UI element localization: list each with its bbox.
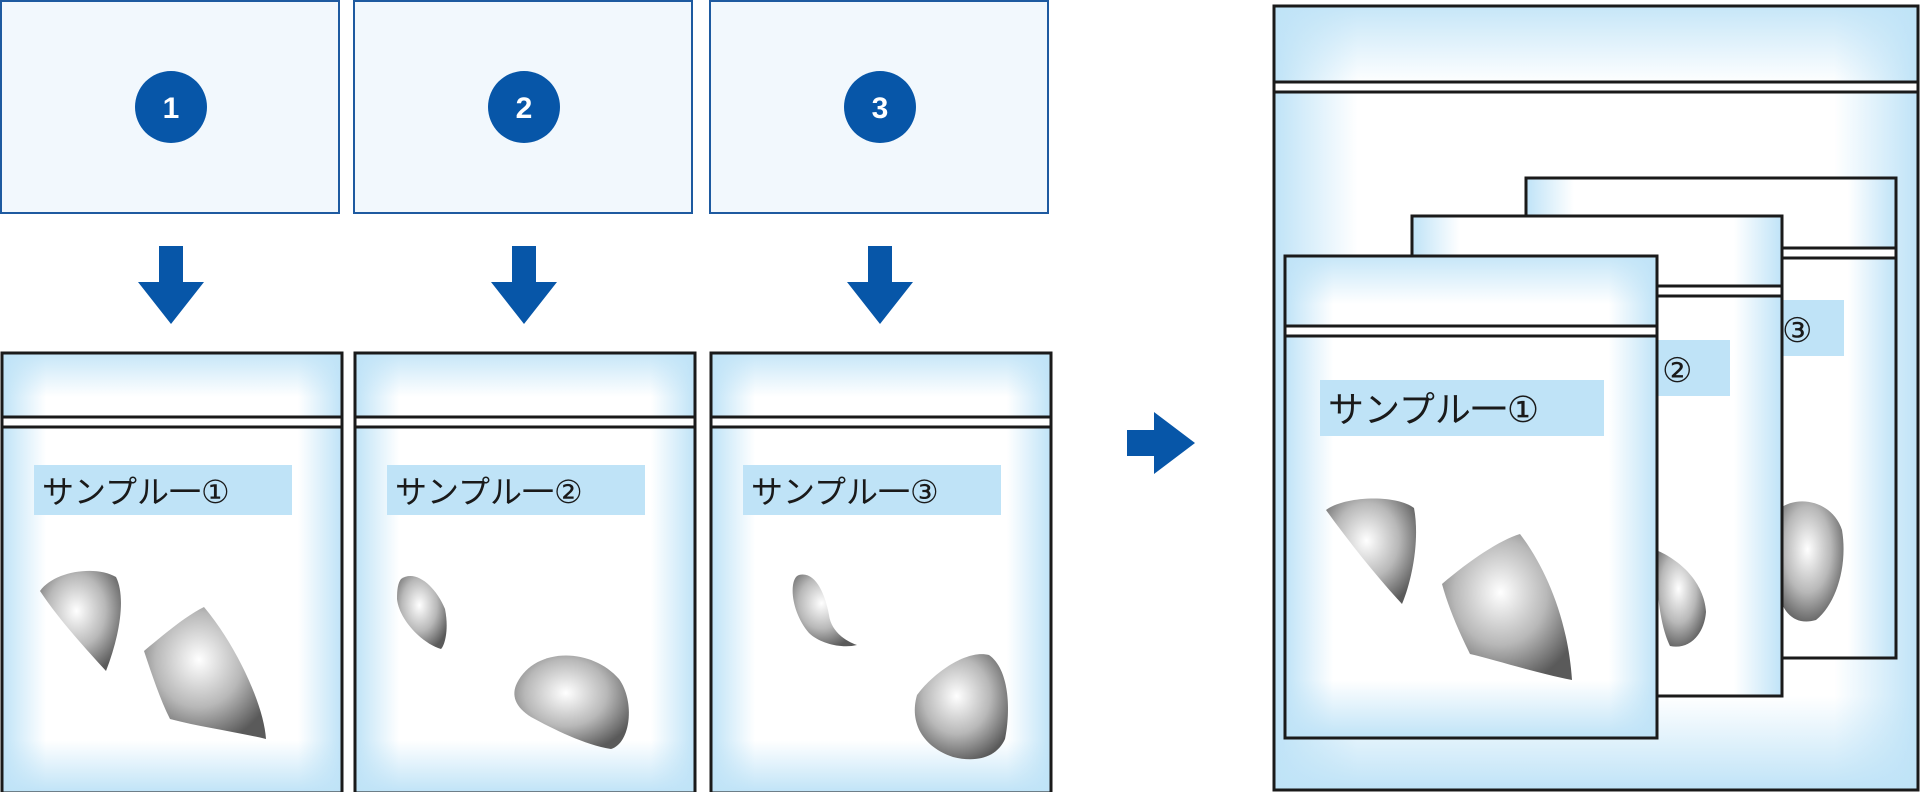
down-arrow-icon: [138, 246, 204, 324]
step-number: 3: [872, 92, 889, 125]
inner-bag-1: サンプル一①: [1283, 254, 1659, 740]
sample-stone: [397, 575, 447, 649]
sample-stone: [1326, 498, 1417, 604]
step-2: 2 サンプル一②: [353, 0, 697, 792]
sample-stone: [914, 654, 1008, 760]
bag-label-bg: [1656, 340, 1730, 396]
bag-label: サンプル一①: [1328, 390, 1539, 431]
down-arrow-icon: [491, 246, 557, 324]
bag-label: ③: [1782, 311, 1812, 351]
step-number-badge: [488, 71, 560, 143]
bag-label: サンプル一③: [751, 473, 939, 511]
sample-bag: サンプル一②: [353, 351, 697, 792]
bag-label: サンプル一①: [42, 473, 230, 511]
bag-label-bg: [34, 465, 292, 515]
step-number-badge: [135, 71, 207, 143]
step-1: 1 サンプル一①: [0, 0, 344, 792]
step-3: 3 サンプル一③: [709, 0, 1053, 792]
bag-label-bg: [1320, 380, 1604, 436]
sample-stone: [792, 574, 857, 647]
sample-stone: [514, 655, 629, 749]
bag-label: ②: [1662, 351, 1692, 391]
sample-stone: [1656, 550, 1706, 647]
sample-stone: [1778, 501, 1844, 622]
bag-label-bg: [743, 465, 1001, 515]
sample-stone: [1442, 534, 1572, 680]
step-number: 2: [516, 92, 533, 125]
down-arrow-icon: [847, 246, 913, 324]
step-number: 1: [163, 92, 180, 125]
bag-label: サンプル一②: [395, 473, 583, 511]
sample-bag: サンプル一③: [709, 351, 1053, 792]
sample-stone: [144, 607, 266, 739]
right-arrow-icon: [1127, 412, 1195, 474]
bag-label-bg: [1776, 300, 1844, 356]
bag-label-bg: [387, 465, 645, 515]
sample-stone: [40, 570, 121, 671]
step-number-badge: [844, 71, 916, 143]
sample-bag: サンプル一①: [0, 351, 344, 792]
